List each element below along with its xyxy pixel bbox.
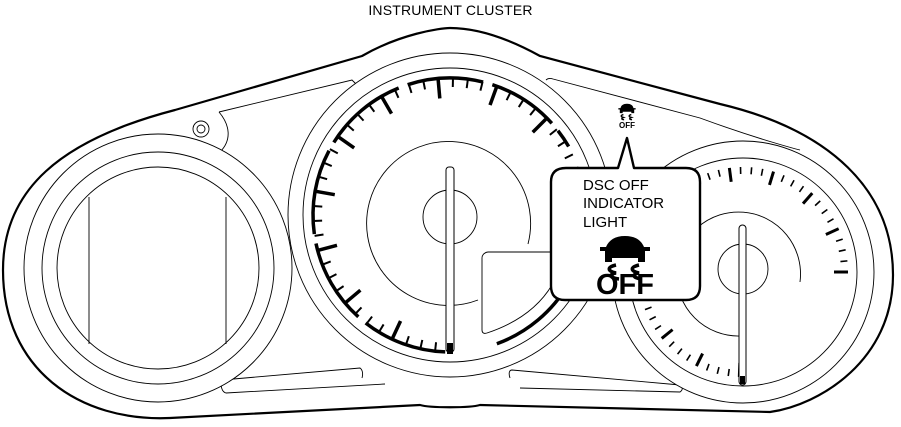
right-gauge-minor-tick <box>654 324 662 331</box>
center-gauge-minor-tick <box>378 323 385 333</box>
center-gauge-minor-tick <box>422 80 427 90</box>
center-gauge-display-window <box>481 251 553 334</box>
right-gauge-minor-tick <box>780 175 785 183</box>
center-gauge-needle-tip <box>447 343 453 354</box>
dsc-off-car-skid-icon <box>600 236 650 281</box>
center-gauge-major-tick <box>379 95 394 115</box>
right-gauge-minor-tick <box>838 249 846 253</box>
center-gauge-minor-tick <box>323 161 333 167</box>
callout-off-text: OFF <box>596 269 654 301</box>
lower-panel-right <box>508 369 683 393</box>
center-gauge-minor-tick <box>356 113 365 122</box>
center-gauge-minor-tick <box>549 128 558 136</box>
center-gauge <box>287 52 613 378</box>
callout-label-line-3: LIGHT <box>583 214 627 231</box>
diagram-title: INSTRUMENT CLUSTER <box>368 2 533 18</box>
right-gauge-minor-tick <box>676 348 683 355</box>
center-gauge-major-tick <box>317 243 338 253</box>
center-gauge-minor-tick <box>313 205 323 208</box>
right-gauge-major-tick <box>660 328 674 340</box>
right-gauge-needle-tip <box>740 376 745 384</box>
indicator-off-text: OFF <box>619 121 635 130</box>
center-gauge-minor-tick <box>465 79 469 89</box>
center-gauge-minor-tick <box>419 339 424 349</box>
center-gauge-major-tick <box>390 320 403 340</box>
right-gauge-minor-tick <box>685 354 692 362</box>
right-gauge-minor-tick <box>827 218 834 224</box>
right-gauge-minor-tick <box>789 179 795 187</box>
right-gauge-major-tick <box>801 192 814 205</box>
right-gauge-minor-tick <box>821 208 828 215</box>
dsc-off-car-skid-icon <box>618 103 636 114</box>
right-gauge-minor-tick <box>668 341 675 348</box>
right-gauge-major-tick <box>727 167 733 182</box>
center-gauge-minor-tick <box>517 98 525 108</box>
center-gauge-minor-tick <box>346 123 355 132</box>
right-gauge-minor-tick <box>798 185 805 193</box>
center-gauge-minor-tick <box>393 89 400 99</box>
center-gauge-inner-circle <box>366 141 532 306</box>
center-gauge-minor-tick <box>365 315 373 325</box>
right-gauge-minor-tick <box>706 172 711 180</box>
center-gauge-scale-segment <box>364 321 446 354</box>
center-gauge-needle <box>445 166 455 353</box>
right-gauge-minor-tick <box>750 167 753 175</box>
upper-panel-left-edge <box>218 111 229 153</box>
center-gauge-minor-tick <box>314 233 324 237</box>
lower-panel-left <box>220 367 386 394</box>
center-gauge-minor-tick <box>407 84 413 94</box>
right-gauge-major-tick <box>768 171 775 186</box>
center-gauge-minor-tick <box>479 81 484 91</box>
center-gauge-minor-tick <box>321 260 332 266</box>
trip-knob[interactable] <box>192 120 210 138</box>
center-gauge-major-tick <box>343 288 362 305</box>
right-gauge-minor-tick <box>840 260 848 263</box>
center-gauge-minor-tick <box>434 342 438 352</box>
center-gauge-minor-tick <box>318 175 328 181</box>
left-gauge <box>23 133 293 403</box>
callout-label-line-2: INDICATOR <box>583 195 664 212</box>
center-gauge-minor-tick <box>557 140 567 148</box>
right-gauge-major-tick <box>695 352 704 367</box>
center-gauge-scale-segment <box>407 76 484 87</box>
dsc-off-indicator-small: OFF <box>618 103 636 130</box>
center-gauge-minor-tick <box>529 107 537 116</box>
cluster-housing-outline <box>1 26 895 420</box>
center-gauge-major-tick <box>488 85 499 106</box>
center-gauge-minor-tick <box>405 335 410 346</box>
center-gauge-minor-tick <box>505 91 512 101</box>
right-gauge-minor-tick <box>727 368 730 377</box>
upper-panel-right <box>545 77 801 151</box>
callout-dsc-off-indicator-light: DSC OFF INDICATOR LIGHT OFF <box>549 136 702 302</box>
callout-box <box>549 136 702 302</box>
right-gauge-minor-tick <box>644 306 652 311</box>
center-gauge-major-tick <box>336 134 356 150</box>
center-gauge-major-tick <box>436 78 442 99</box>
right-gauge-needle <box>738 224 747 386</box>
center-gauge-minor-tick <box>354 306 363 315</box>
center-gauge-major-tick <box>314 189 336 197</box>
center-gauge-major-tick <box>531 116 549 134</box>
right-gauge-minor-tick <box>717 169 721 177</box>
center-gauge-minor-tick <box>368 103 376 113</box>
right-gauge-minor-tick <box>705 363 710 371</box>
callout-label-line-1: DSC OFF <box>583 177 649 194</box>
right-gauge-minor-tick <box>814 200 821 207</box>
right-gauge-major-tick <box>825 227 840 236</box>
center-gauge-minor-tick <box>335 285 345 292</box>
center-gauge-minor-tick <box>564 153 574 160</box>
right-gauge-minor-tick <box>716 366 720 374</box>
center-gauge-minor-tick <box>329 148 339 155</box>
right-gauge-minor-tick <box>835 238 843 243</box>
right-gauge-minor-tick <box>649 315 657 321</box>
center-gauge-scale-segment <box>556 129 571 148</box>
center-gauge-minor-tick <box>328 273 337 280</box>
right-gauge-minor-tick <box>760 168 764 176</box>
